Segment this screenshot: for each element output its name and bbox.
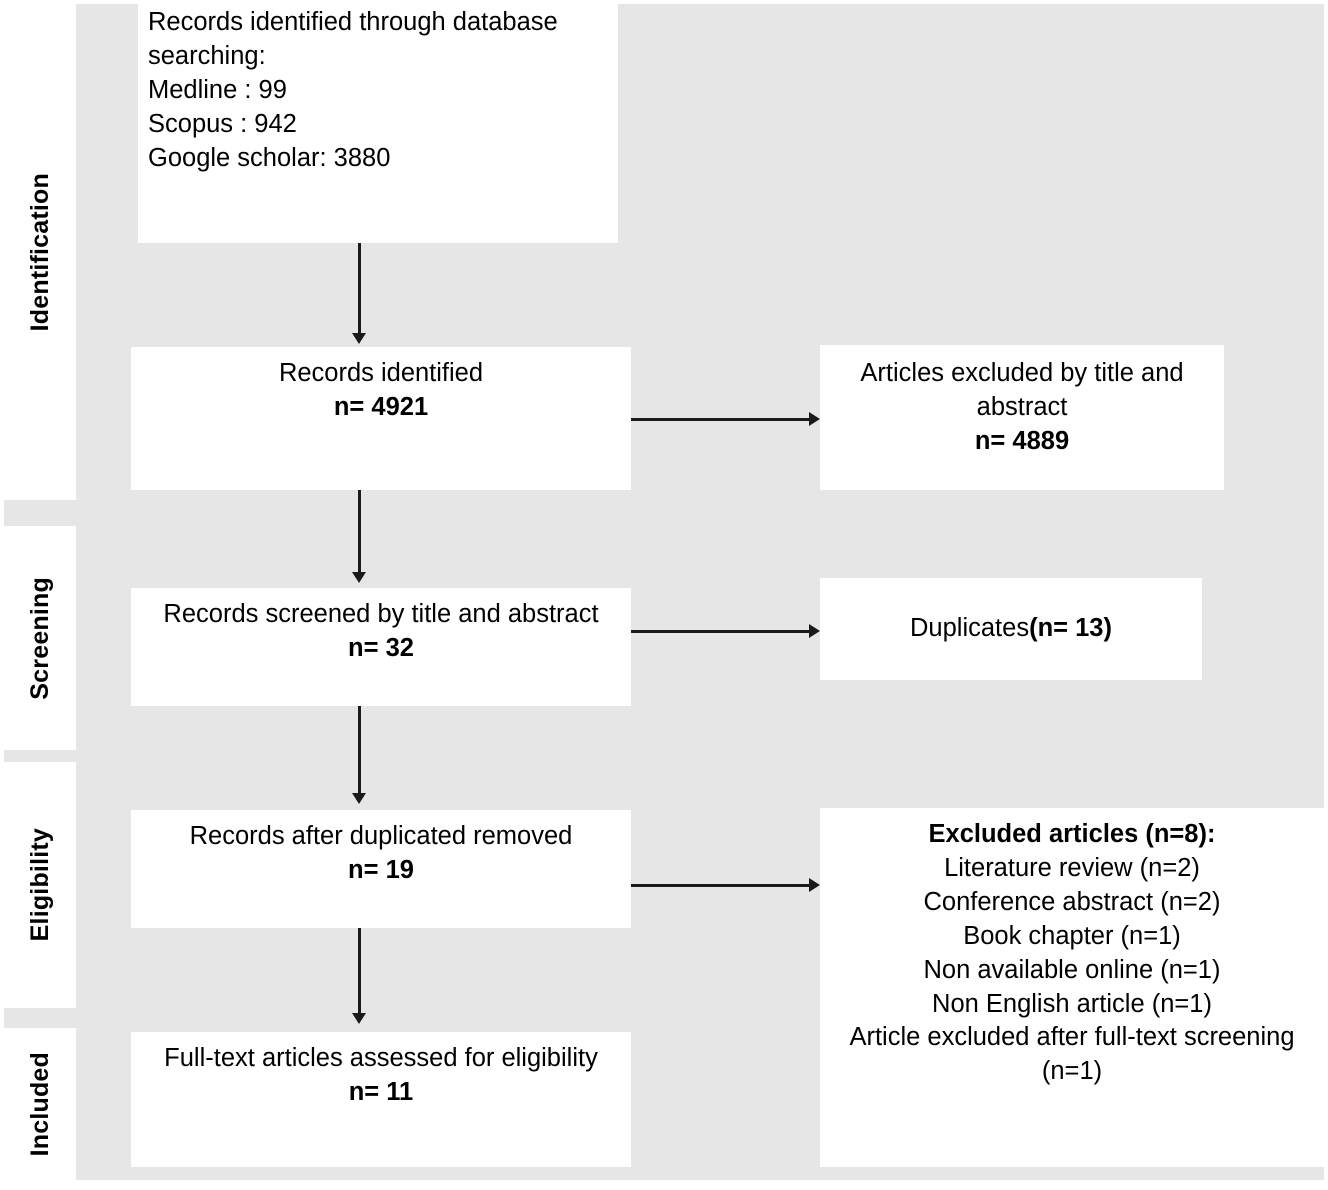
box-records-after-duplicates: Records after duplicated removed n= 19 [131, 810, 631, 928]
records-after-duplicates-title: Records after duplicated removed [189, 822, 573, 850]
connector-identification-to-records [358, 243, 361, 336]
articles-excluded-line-2: abstract [976, 392, 1068, 421]
box-records-screened: Records screened by title and abstract n… [131, 588, 631, 706]
box-duplicates: Duplicates (n= 13) [820, 578, 1202, 680]
stage-band-eligibility: Eligibility [4, 762, 76, 1008]
records-screened-count: n= 32 [348, 633, 414, 662]
sources-line-google-scholar: Google scholar: 3880 [148, 143, 391, 172]
arrowhead-after-duplicates-to-excluded [809, 878, 820, 892]
box-excluded-articles: Excluded articles (n=8): Literature revi… [820, 808, 1324, 1167]
fulltext-assessed-title: Full-text articles assessed for eligibil… [164, 1044, 598, 1072]
box-fulltext-assessed: Full-text articles assessed for eligibil… [131, 1032, 631, 1167]
sources-line-scopus: Scopus : 942 [148, 109, 297, 138]
articles-excluded-line-1: Articles excluded by title and [860, 359, 1184, 387]
sources-line-medline: Medline : 99 [148, 75, 287, 104]
fulltext-assessed-count: n= 11 [348, 1077, 414, 1106]
connector-records-to-screened [358, 490, 361, 575]
records-identified-count: n= 4921 [333, 392, 429, 421]
excluded-reason-book-chapter: Book chapter (n=1) [963, 921, 1181, 950]
excluded-reason-conference-abstract: Conference abstract (n=2) [923, 887, 1221, 916]
stage-label-eligibility: Eligibility [25, 828, 54, 942]
duplicates-label: Duplicates [910, 614, 1030, 643]
sources-line-2: searching: [148, 41, 266, 70]
stage-label-identification: Identification [25, 172, 54, 332]
connector-after-duplicates-to-excluded [631, 884, 811, 887]
stage-label-included: Included [25, 1051, 54, 1157]
arrowhead-records-to-screened [352, 572, 366, 583]
articles-excluded-count: n= 4889 [974, 426, 1070, 455]
arrowhead-after-duplicates-to-fulltext [352, 1013, 366, 1024]
connector-after-duplicates-to-fulltext [358, 928, 361, 1016]
box-records-identified: Records identified n= 4921 [131, 347, 631, 490]
excluded-reason-literature-review: Literature review (n=2) [944, 853, 1200, 882]
stage-band-included: Included [4, 1028, 76, 1180]
excluded-reason-fulltext-screening: Article excluded after full-text screeni… [849, 1023, 1295, 1052]
connector-records-to-excluded-title [631, 418, 811, 421]
excluded-reason-non-available-online: Non available online (n=1) [923, 955, 1221, 984]
arrowhead-records-to-excluded-title [809, 412, 820, 426]
arrowhead-screened-to-after-duplicates [352, 793, 366, 804]
records-identified-title: Records identified [278, 359, 484, 387]
box-articles-excluded-title-abstract: Articles excluded by title and abstract … [820, 345, 1224, 490]
arrowhead-identification-to-records [352, 333, 366, 344]
sources-line-1: Records identified through database [148, 8, 558, 36]
connector-screened-to-after-duplicates [358, 706, 361, 796]
duplicates-count: (n= 13) [1029, 614, 1112, 643]
stage-band-screening: Screening [4, 526, 76, 750]
connector-screened-to-duplicates [631, 630, 811, 633]
records-after-duplicates-count: n= 19 [348, 855, 414, 884]
stage-band-identification: Identification [4, 4, 76, 500]
stage-label-screening: Screening [25, 576, 54, 700]
arrowhead-screened-to-duplicates [809, 624, 820, 638]
excluded-articles-heading: Excluded articles (n=8): [928, 820, 1216, 848]
records-screened-title: Records screened by title and abstract [163, 600, 599, 628]
box-identification-sources: Records identified through database sear… [138, 0, 618, 243]
excluded-reason-non-english: Non English article (n=1) [932, 989, 1212, 1018]
excluded-reason-fulltext-screening-count: (n=1) [1041, 1057, 1103, 1086]
